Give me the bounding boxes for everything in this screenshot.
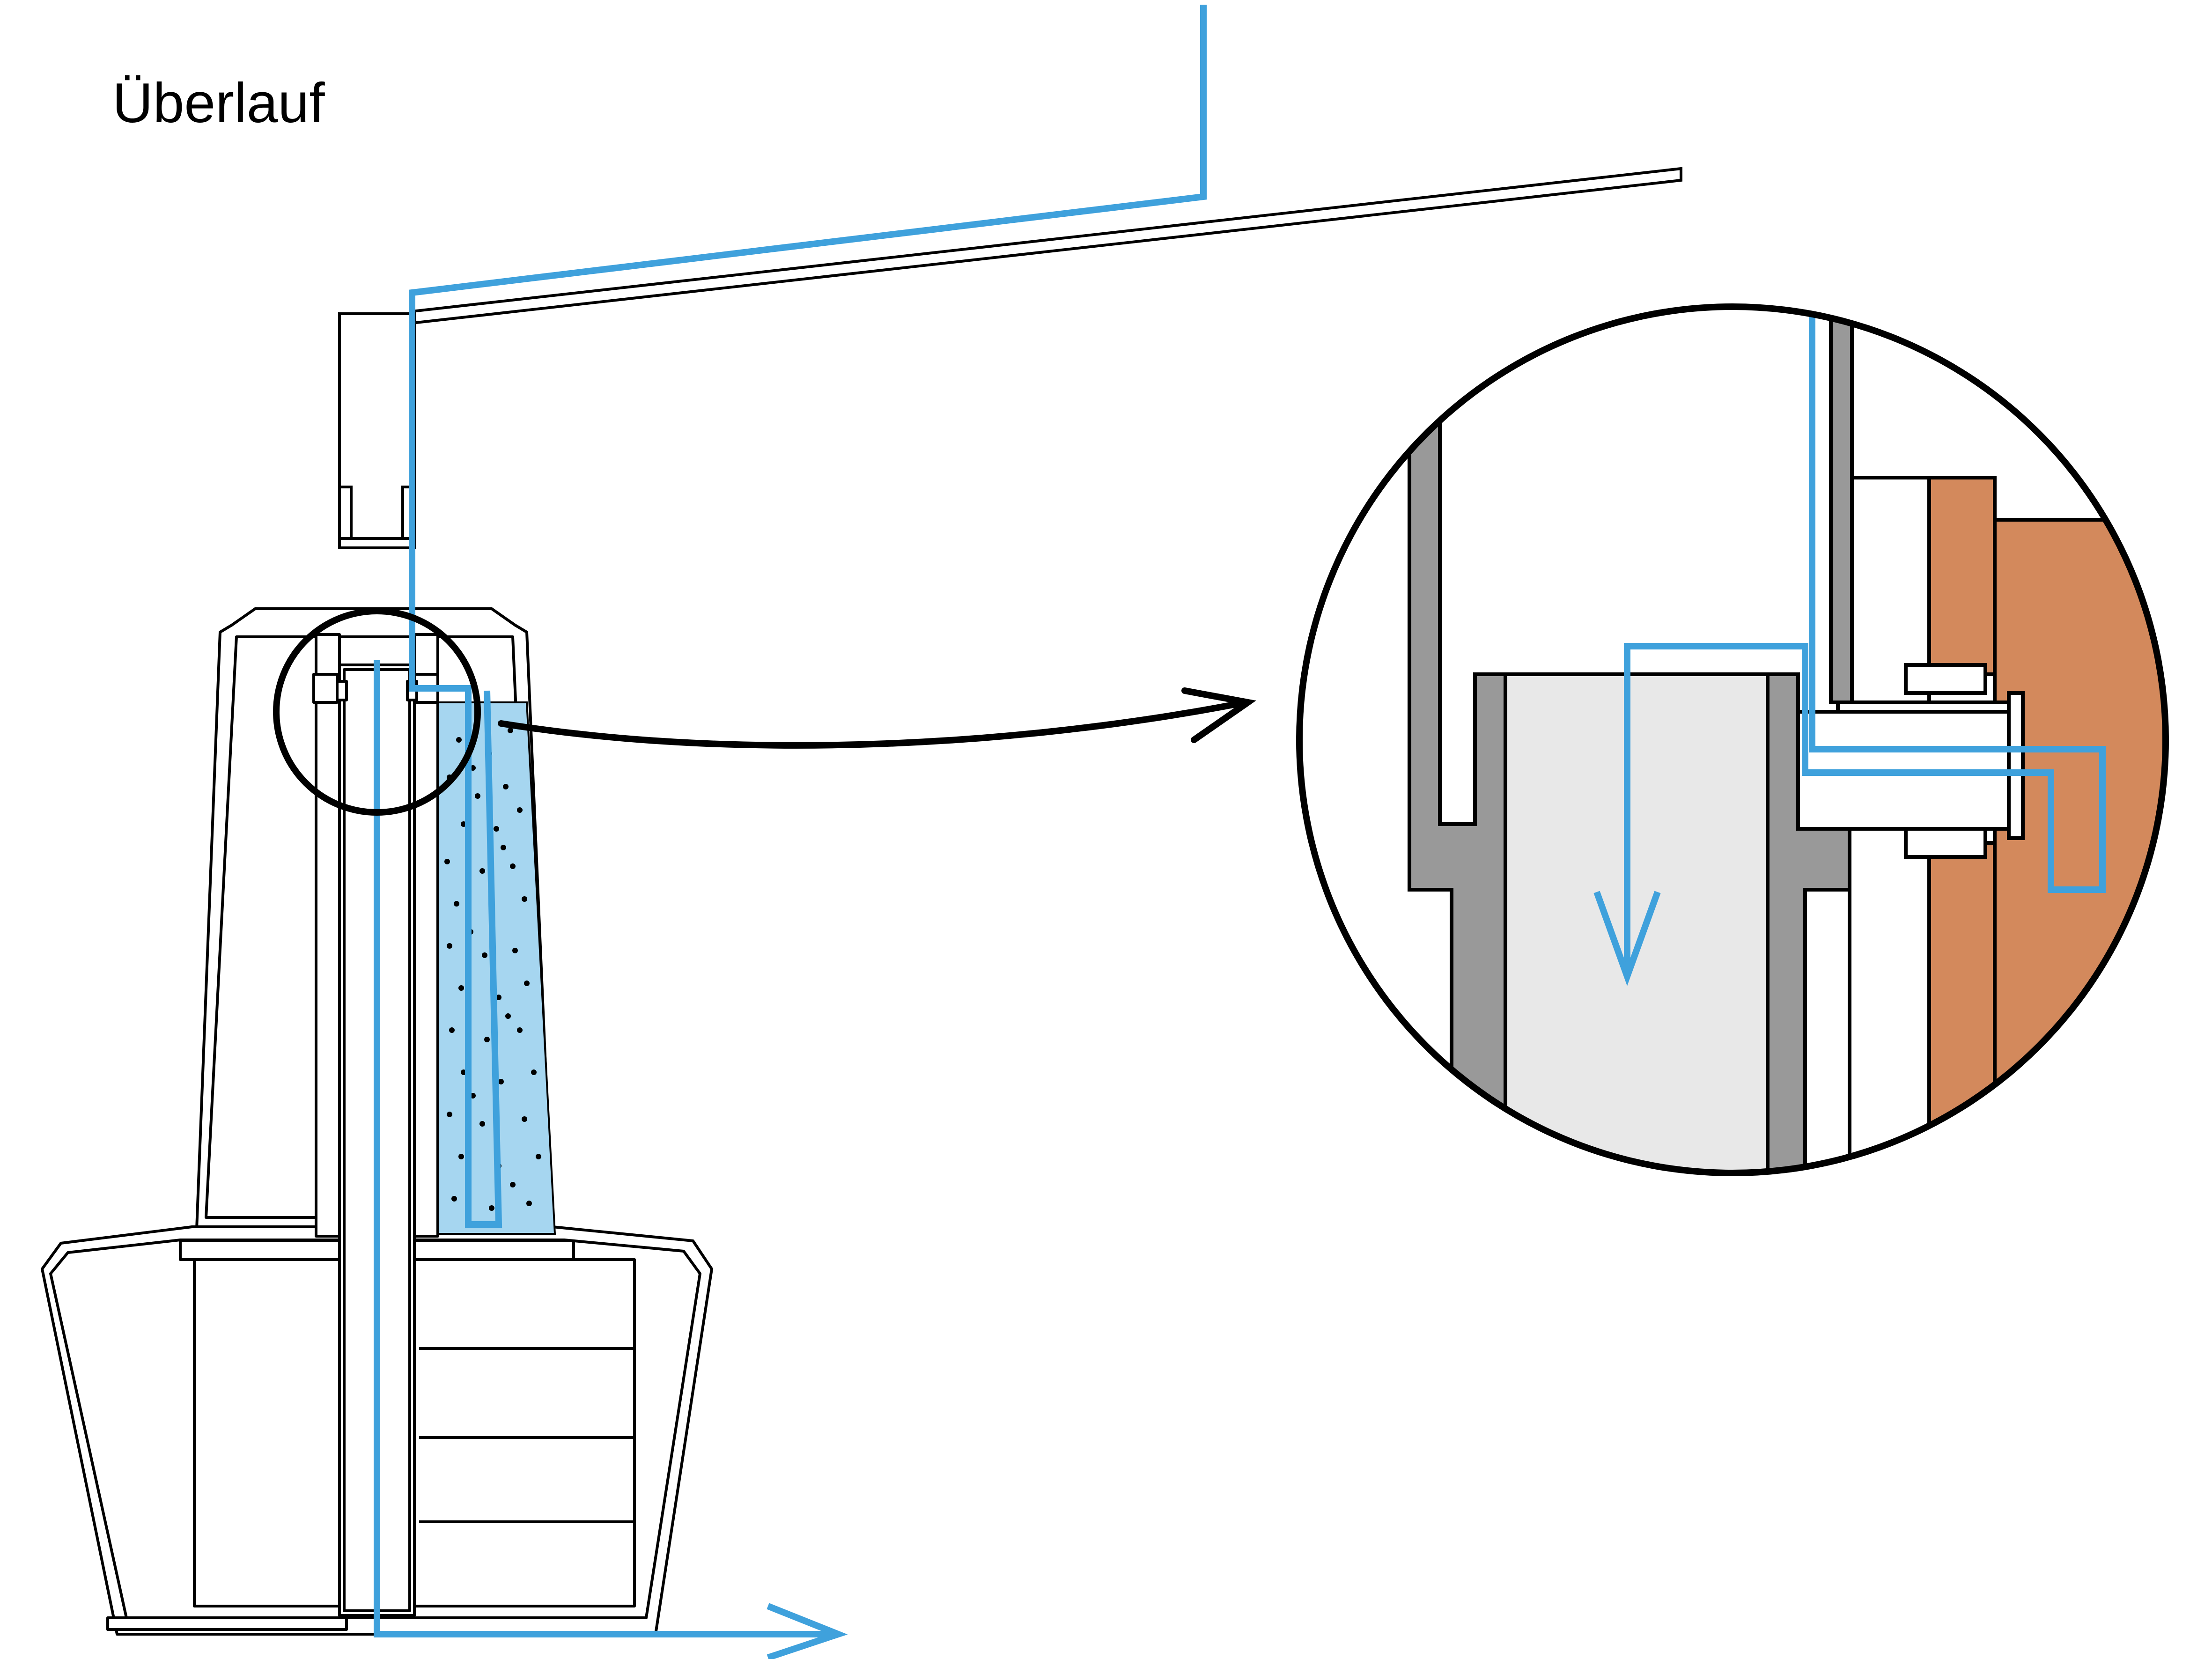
water-flow-path bbox=[374, 5, 1207, 1637]
overflow-label: Überlauf bbox=[112, 72, 325, 134]
detail-flow-path bbox=[1624, 309, 2106, 974]
detail-circle-border bbox=[1296, 303, 2169, 1176]
roof-board bbox=[411, 167, 1682, 325]
flow-arrow-icon bbox=[767, 1603, 848, 1659]
inner-insert-section bbox=[1504, 672, 1770, 1173]
detail-flow-arrow-icon bbox=[1593, 891, 1661, 986]
upper-pipe-section bbox=[1829, 307, 1854, 704]
detail-arrow-icon bbox=[498, 687, 1256, 749]
upper-pipe bbox=[338, 312, 416, 549]
detail-view bbox=[1299, 307, 2166, 1173]
magnifier-circle bbox=[273, 608, 481, 816]
